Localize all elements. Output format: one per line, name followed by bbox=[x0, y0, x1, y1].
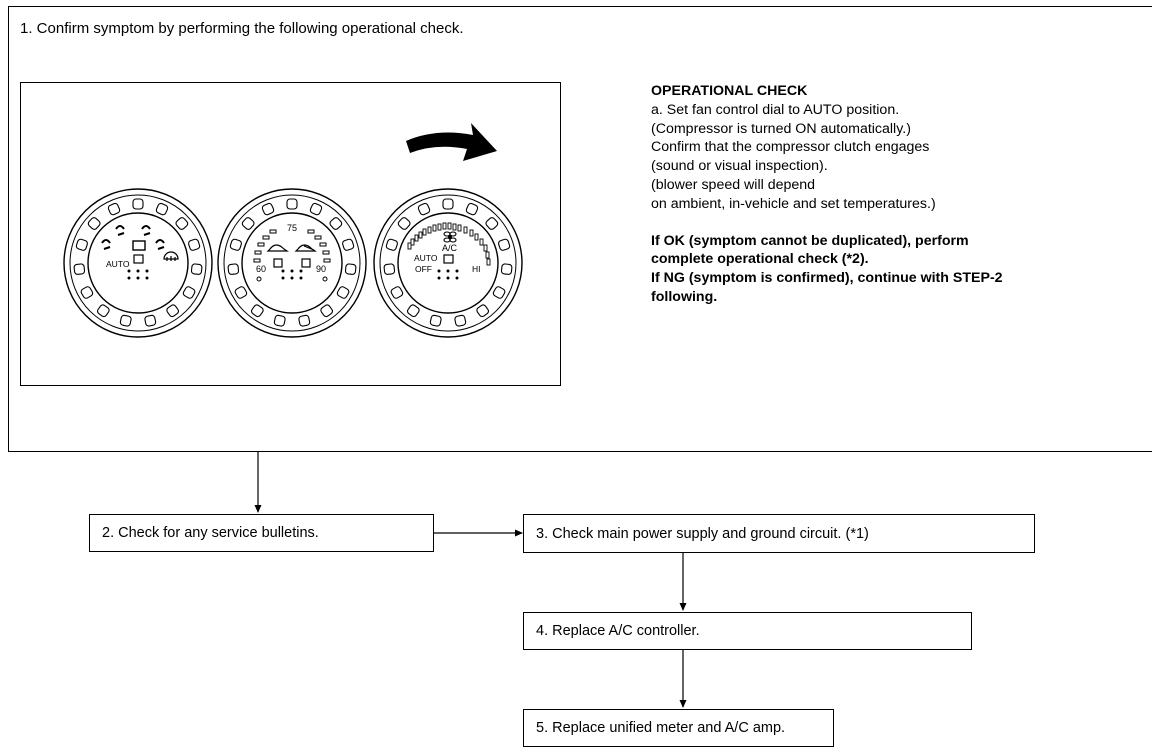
rear-defrost-icon bbox=[132, 240, 146, 251]
result-line: complete operational check (*2). bbox=[651, 251, 869, 268]
fan-dial-off-label: OFF bbox=[415, 264, 432, 274]
step1-title: 1. Confirm symptom by performing the fol… bbox=[20, 20, 464, 37]
operational-check-panel: OPERATIONAL CHECK a. Set fan control dia… bbox=[651, 82, 1146, 307]
temp-left-indicator bbox=[256, 276, 262, 282]
temperature-dial: 75 60 90 bbox=[217, 188, 367, 338]
bi-level-icon bbox=[115, 225, 125, 236]
fan-control-dial: A/C AUTO OFF HI bbox=[373, 188, 523, 338]
control-panel-drawing: AUTO bbox=[63, 123, 523, 338]
operational-check-line: (sound or visual inspection). bbox=[651, 158, 828, 175]
step2-box: 2. Check for any service bulletins. bbox=[89, 514, 434, 552]
temp-right-button-icon bbox=[301, 258, 311, 268]
vent-face-icon bbox=[101, 239, 111, 250]
fan-dial-dots bbox=[437, 269, 459, 280]
mode-dial: AUTO bbox=[63, 188, 213, 338]
temperature-dial-dots bbox=[281, 269, 303, 280]
mode-dial-dots bbox=[127, 269, 149, 280]
temperature-left-label: 60 bbox=[256, 264, 266, 274]
rotate-clockwise-arrow-icon bbox=[406, 123, 497, 161]
mode-dial-auto-label: AUTO bbox=[106, 259, 130, 269]
operational-check-line: Confirm that the compressor clutch engag… bbox=[651, 139, 930, 156]
temperature-top-label: 75 bbox=[287, 223, 297, 233]
defrost-icon bbox=[163, 251, 179, 261]
temp-left-button-icon bbox=[273, 258, 283, 268]
operational-check-line: (blower speed will depend bbox=[651, 176, 816, 193]
ac-button-icon bbox=[443, 254, 454, 264]
temperature-right-label: 90 bbox=[316, 264, 326, 274]
fan-speed-scale bbox=[407, 222, 491, 266]
operational-check-line: (Compressor is turned ON automatically.) bbox=[651, 120, 911, 137]
recirc-button-icon bbox=[133, 254, 144, 264]
operational-check-line: on ambient, in-vehicle and set temperatu… bbox=[651, 195, 936, 212]
temp-right-indicator bbox=[322, 276, 328, 282]
result-line: following. bbox=[651, 288, 718, 305]
fan-icon bbox=[443, 231, 457, 243]
result-line: If OK (symptom cannot be duplicated), pe… bbox=[651, 232, 969, 249]
temperature-scale bbox=[253, 229, 331, 263]
operational-check-line: a. Set fan control dial to AUTO position… bbox=[651, 101, 900, 118]
step3-box: 3. Check main power supply and ground ci… bbox=[523, 514, 1035, 553]
car-fresh-icon bbox=[294, 244, 317, 252]
fan-dial-ac-label: A/C bbox=[442, 243, 458, 253]
car-recirc-icon bbox=[266, 244, 289, 252]
fan-dial-hi-label: HI bbox=[472, 264, 481, 274]
step4-box: 4. Replace A/C controller. bbox=[523, 612, 972, 650]
fan-dial-auto-label: AUTO bbox=[414, 253, 438, 263]
step5-box: 5. Replace unified meter and A/C amp. bbox=[523, 709, 834, 747]
foot-defrost-icon bbox=[155, 239, 165, 250]
foot-icon bbox=[141, 225, 151, 236]
result-line: If NG (symptom is confirmed), continue w… bbox=[651, 270, 1003, 287]
control-panel-illustration: AUTO bbox=[20, 82, 561, 386]
operational-check-heading: OPERATIONAL CHECK bbox=[651, 83, 808, 99]
